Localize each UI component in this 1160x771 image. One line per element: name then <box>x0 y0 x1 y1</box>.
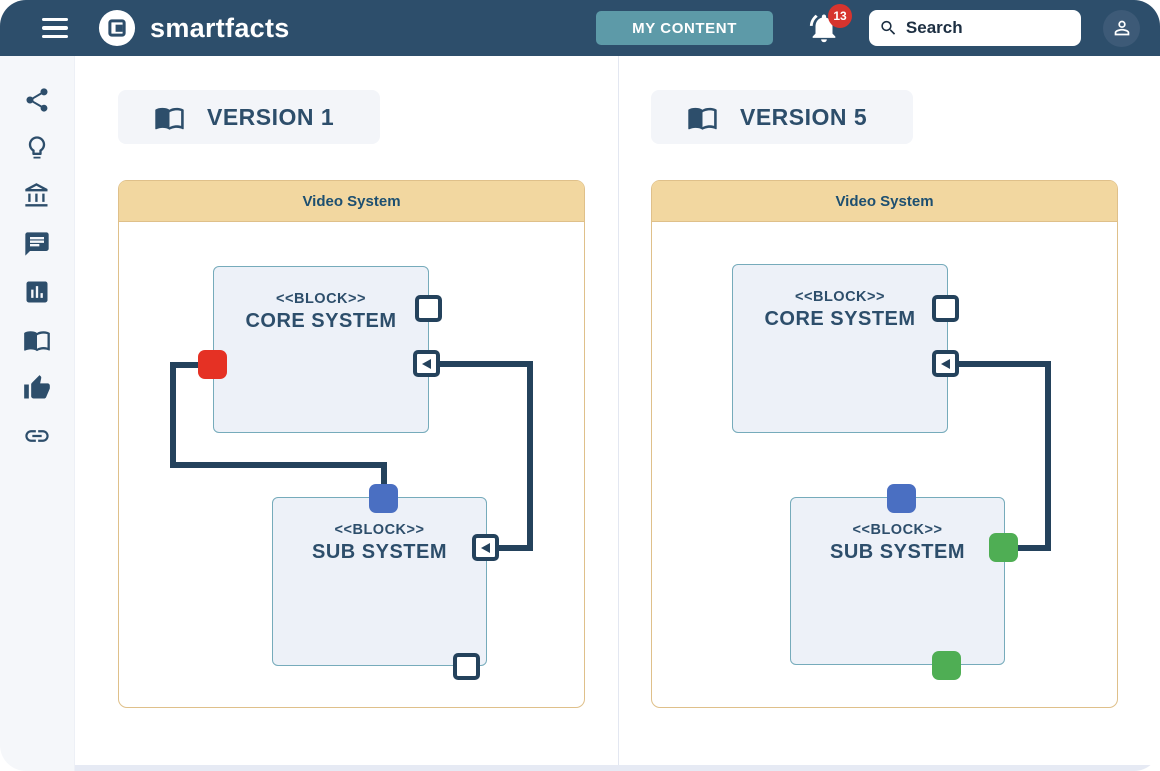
version-label: VERSION 1 <box>207 103 335 130</box>
block-stereotype: <<BLOCK>> <box>795 289 885 305</box>
link-icon[interactable] <box>23 422 51 450</box>
diagram-title: Video System <box>119 181 584 222</box>
book-icon[interactable] <box>23 326 51 354</box>
port-blue-sub-top[interactable] <box>369 484 398 513</box>
block-sub-system[interactable]: <<BLOCK>> SUB SYSTEM <box>790 497 1005 665</box>
block-stereotype: <<BLOCK>> <box>852 522 943 538</box>
port-triangle-core-right[interactable] <box>413 350 440 377</box>
brand-title: smartfacts <box>150 12 290 43</box>
version-compare-view: VERSION 1 Video System <<BLOCK>> CORE SY… <box>75 56 1160 771</box>
triangle-in-icon <box>422 358 431 369</box>
block-core-system[interactable]: <<BLOCK>> CORE SYSTEM <box>732 264 948 433</box>
version-1-badge[interactable]: VERSION 1 <box>118 90 381 144</box>
port-triangle-sub-right[interactable] <box>472 534 499 561</box>
sidebar <box>0 56 75 771</box>
triangle-in-icon <box>481 542 490 553</box>
avatar[interactable] <box>1103 9 1140 47</box>
diagram-version-1: Video System <<BLOCK>> CORE SYSTEM <<BLO… <box>118 180 585 708</box>
block-stereotype: <<BLOCK>> <box>334 522 425 538</box>
version-label: VERSION 5 <box>740 103 868 130</box>
bank-icon[interactable] <box>23 182 51 210</box>
port-blue-sub-top[interactable] <box>887 484 916 513</box>
book-icon <box>688 107 717 130</box>
block-stereotype: <<BLOCK>> <box>276 291 366 307</box>
person-icon <box>1114 20 1129 36</box>
diagram-title: Video System <box>652 181 1117 222</box>
thumbs-up-icon[interactable] <box>23 374 51 402</box>
search-input[interactable] <box>905 18 1071 38</box>
horizontal-scrollbar[interactable] <box>75 765 1160 771</box>
block-name: SUB SYSTEM <box>311 541 448 563</box>
smartfacts-logo-icon <box>98 9 136 47</box>
version-5-badge[interactable]: VERSION 5 <box>651 90 914 144</box>
port-square-core-topright[interactable] <box>415 295 442 322</box>
block-name: CORE SYSTEM <box>764 308 916 330</box>
triangle-in-icon <box>941 358 950 369</box>
share-icon[interactable] <box>23 86 51 114</box>
port-square-core-topright[interactable] <box>932 295 959 322</box>
topbar: smartfacts MY CONTENT 13 <box>0 0 1160 56</box>
port-square-sub-bottom[interactable] <box>453 653 480 680</box>
my-content-button[interactable]: MY CONTENT <box>596 11 773 45</box>
diagram-version-5: Video System <<BLOCK>> CORE SYSTEM <<BLO… <box>651 180 1118 708</box>
block-name: SUB SYSTEM <box>829 541 966 563</box>
port-green-sub-bottom[interactable] <box>932 651 961 680</box>
menu-icon[interactable] <box>42 17 68 39</box>
version-5-column: VERSION 5 Video System <<BLOCK>> CORE SY… <box>618 56 1160 771</box>
port-green-sub-right[interactable] <box>989 533 1018 562</box>
block-core-system[interactable]: <<BLOCK>> CORE SYSTEM <box>213 266 429 433</box>
lightbulb-icon[interactable] <box>23 134 51 162</box>
version-1-column: VERSION 1 Video System <<BLOCK>> CORE SY… <box>75 56 618 771</box>
notification-count-badge: 13 <box>828 4 852 28</box>
notifications-button[interactable]: 13 <box>807 4 852 45</box>
book-icon <box>155 107 184 130</box>
block-sub-system[interactable]: <<BLOCK>> SUB SYSTEM <box>272 497 487 666</box>
port-red-core-left[interactable] <box>198 350 227 379</box>
comment-icon[interactable] <box>23 230 51 258</box>
search-box <box>869 10 1081 46</box>
chart-icon[interactable] <box>23 278 51 306</box>
block-name: CORE SYSTEM <box>245 310 397 332</box>
port-triangle-core-right[interactable] <box>932 350 959 377</box>
search-icon <box>881 20 896 35</box>
